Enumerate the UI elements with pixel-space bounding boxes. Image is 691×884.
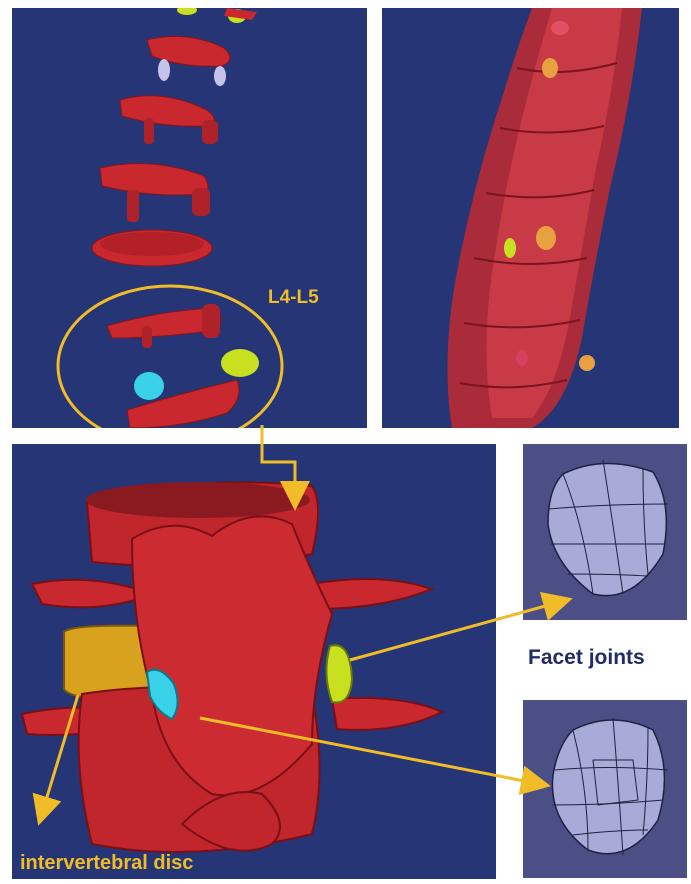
l4-l5-segment-panel (12, 444, 496, 879)
facet-mesh-lower (523, 700, 687, 878)
l4-l5-segment-illustration (12, 444, 496, 879)
l4-l5-label: L4-L5 (268, 287, 319, 309)
facet-mesh-upper (523, 444, 687, 620)
assembled-spine-illustration (382, 8, 679, 428)
exploded-spine-panel (12, 8, 367, 428)
facet-joints-label: Facet joints (528, 646, 645, 670)
intervertebral-disc-label: intervertebral disc (20, 852, 193, 875)
assembled-spine-panel (382, 8, 679, 428)
exploded-spine-illustration (12, 8, 367, 428)
facet-mesh-upper-panel (523, 444, 687, 620)
facet-mesh-lower-panel (523, 700, 687, 878)
